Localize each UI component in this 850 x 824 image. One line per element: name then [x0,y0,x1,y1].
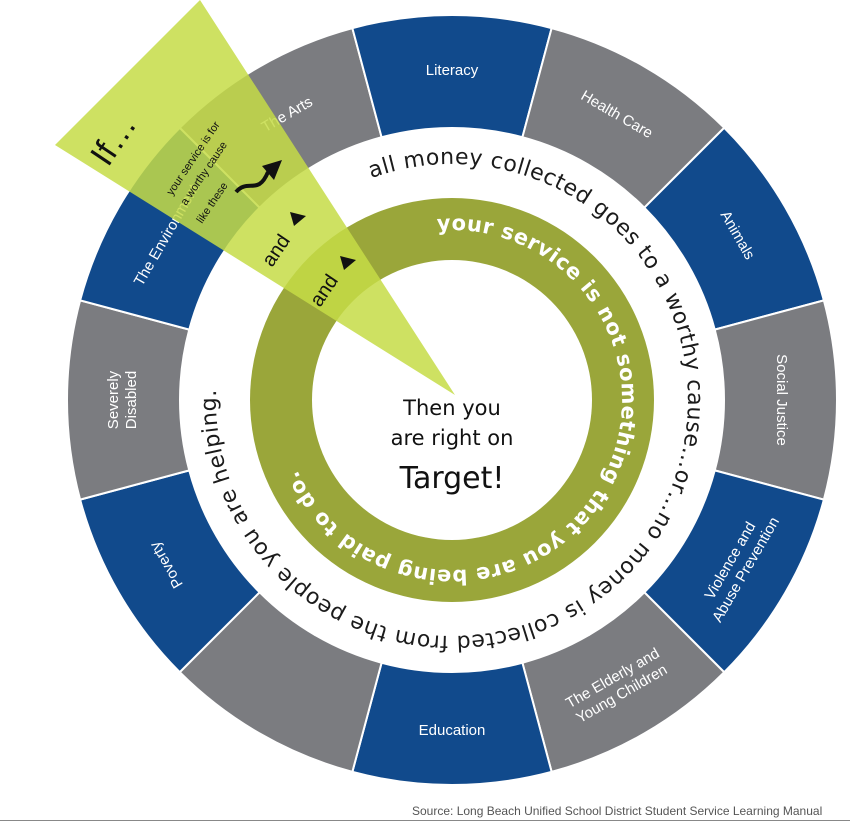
segment-label: SeverelyDisabled [105,370,140,429]
triangle-arrow-icon-2 [340,256,356,270]
curved-arrow-icon [234,171,270,194]
segment-label: Social Justice [773,354,790,446]
center-text: Then you are right on Target! [391,396,514,496]
segment-blank [178,590,383,774]
source-note: Source: Long Beach Unified School Distri… [412,804,823,818]
curved-arrow-head-icon [262,160,282,180]
pointer-wedge [55,0,455,395]
segment-label: Literacy [426,62,479,79]
bottom-divider [0,820,850,821]
center-line-1: Then you [402,396,501,420]
segment-label: Education [419,722,486,739]
center-line-2: are right on [391,426,514,450]
center-line-3: Target! [399,461,505,496]
triangle-arrow-icon-1 [290,212,306,226]
